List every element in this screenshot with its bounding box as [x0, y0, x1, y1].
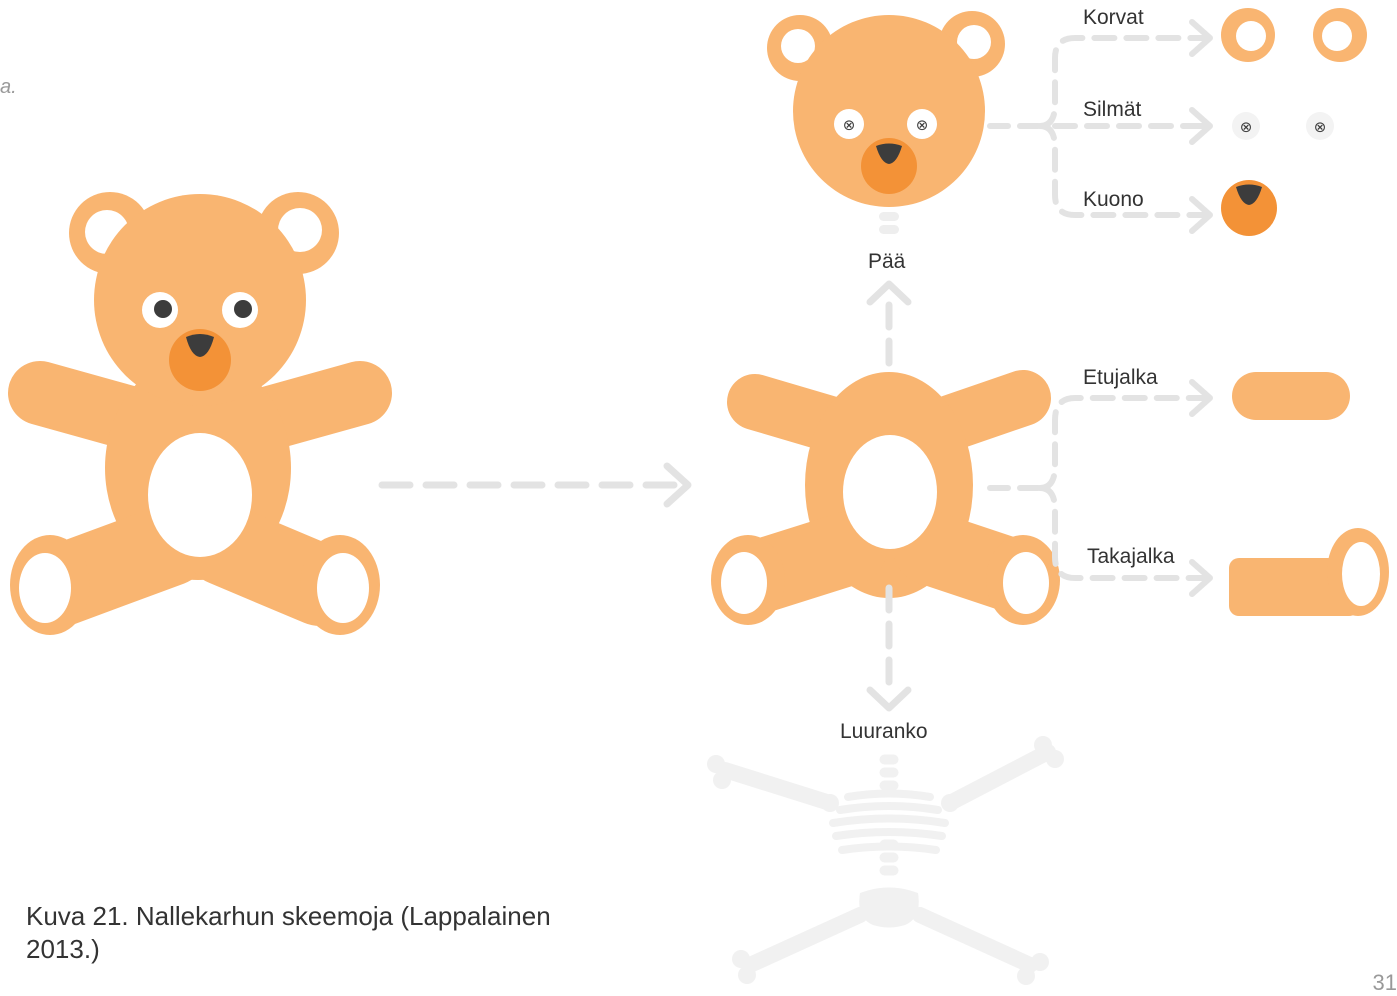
ears-pieces	[1221, 8, 1367, 62]
snout-piece	[1221, 180, 1277, 236]
right-pupil	[234, 300, 252, 318]
right-foot-sole	[317, 553, 369, 623]
label-skeleton: Luuranko	[840, 720, 928, 744]
label-eyes: Silmät	[1083, 98, 1141, 122]
label-snout: Kuono	[1083, 188, 1144, 212]
label-hind-leg: Takajalka	[1087, 545, 1175, 569]
belly	[148, 433, 252, 557]
previous-caption-fragment: a.	[0, 76, 17, 99]
head-left-eye-x: ⊗	[843, 116, 856, 134]
arrow-up-to-head	[870, 284, 908, 365]
hind-leg-piece	[1229, 528, 1389, 616]
svg-text:⊗: ⊗	[1314, 118, 1327, 136]
complete-teddy-bear	[10, 192, 380, 635]
label-ears: Korvat	[1083, 6, 1144, 30]
label-head: Pää	[868, 250, 905, 274]
svg-text:⊗: ⊗	[1240, 118, 1253, 136]
front-leg-piece	[1232, 372, 1350, 420]
head-part: ⊗ ⊗	[767, 11, 1005, 207]
main-arrow	[382, 466, 688, 504]
head-right-eye-x: ⊗	[916, 116, 929, 134]
left-pupil	[154, 300, 172, 318]
label-front-leg: Etujalka	[1083, 366, 1158, 390]
left-foot-sole	[19, 553, 71, 623]
arrow-down-to-skeleton	[870, 588, 908, 708]
eyes-pieces: ⊗ ⊗	[1232, 112, 1334, 140]
neck-joint	[879, 212, 899, 234]
body-part	[711, 372, 1060, 625]
page-number: 31	[1373, 970, 1397, 996]
skeleton	[707, 736, 1064, 985]
figure-caption: Kuva 21. Nallekarhun skeemoja (Lappalain…	[26, 900, 626, 966]
